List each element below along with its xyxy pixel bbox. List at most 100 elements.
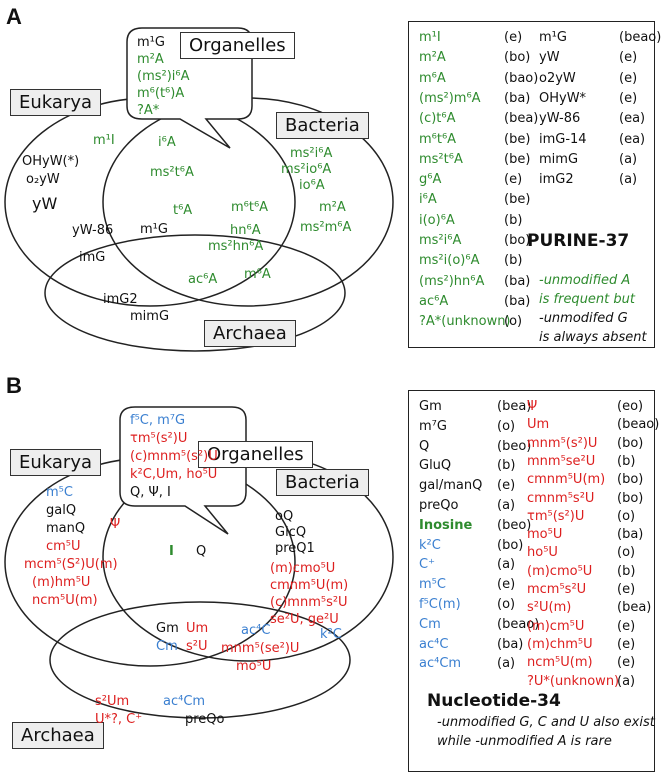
modification: ac⁴Cm — [163, 694, 206, 709]
modification: ms²io⁶A — [281, 162, 332, 177]
legend-organism-code: (bea) — [617, 600, 652, 616]
organelles-bubble-b — [119, 406, 247, 535]
legend-organism-code: (b) — [504, 212, 523, 228]
legend-modification-name: o2yW — [539, 70, 576, 86]
legend-modification-name: mimG — [539, 151, 579, 167]
modification: (ms²)i⁶A — [137, 69, 190, 84]
legend-organism-code: (bo) — [617, 472, 644, 488]
legend-note: -unmodified A — [539, 273, 631, 288]
legend-organism-code: (e) — [504, 30, 523, 45]
legend-modification-name: k²C — [419, 537, 441, 553]
legend-organism-code: (be) — [504, 131, 531, 147]
modification: i⁶A — [158, 135, 176, 150]
modification: k²C,Um, ho⁵U — [130, 467, 218, 482]
legend-modification-name: (m)cmo⁵U — [527, 563, 593, 579]
legend-modification-name: ?U*(unknown) — [527, 673, 620, 689]
bacteria-label-a: Bacteria — [276, 112, 369, 139]
modification: ms²i⁶A — [290, 146, 333, 161]
modification: s²Um — [95, 694, 130, 709]
legend-modification-name: g⁶A — [419, 172, 442, 188]
legend-organism-code: (o) — [504, 314, 523, 330]
legend-modification-name: Cm — [419, 616, 441, 632]
modification: Cm — [156, 639, 178, 654]
organelles-label-b: Organelles — [198, 441, 313, 468]
legend-organism-code: (beao) — [617, 417, 660, 433]
archaea-circle-a — [44, 234, 346, 352]
legend-organism-code: (e) — [497, 478, 516, 494]
eukarya-label-b: Eukarya — [10, 449, 102, 476]
legend-modification-name: (c)t⁶A — [419, 111, 456, 127]
modification: m⁶A — [244, 267, 271, 282]
modification: imG — [79, 250, 106, 265]
modification: imG2 — [103, 292, 138, 307]
modification: ac⁴C — [241, 623, 271, 638]
legend-organism-code: (b) — [504, 253, 523, 269]
legend-modification-name: m⁶A — [419, 70, 446, 86]
legend-modification-name: m¹I — [419, 30, 441, 45]
legend-organism-code: (beao) — [619, 30, 661, 45]
legend-organism-code: (be) — [504, 192, 531, 208]
legend-modification-name: mcm⁵s²U — [527, 582, 587, 597]
modification: I — [169, 544, 174, 559]
legend-modification-name: ac⁴C — [419, 636, 449, 652]
legend-modification-name: OHyW* — [539, 90, 587, 106]
legend-modification-name: cmnm⁵s²U — [527, 490, 595, 506]
legend-organism-code: (beo) — [497, 517, 532, 533]
modification: m²A — [137, 52, 164, 67]
legend-modification-name: s²U(m) — [527, 600, 572, 616]
modification: ncm⁵U(m) — [32, 593, 98, 608]
legend-modification-name: ac⁴Cm — [419, 656, 462, 672]
legend-modification-name: GluQ — [419, 458, 452, 474]
panel-b-letter: B — [6, 373, 22, 398]
legend-note: while -unmodified A is rare — [437, 734, 612, 749]
legend-organism-code: (a) — [497, 498, 516, 513]
modification: m⁵C — [46, 485, 73, 500]
modification: yW — [32, 194, 58, 213]
modification: (m)hm⁵U — [32, 575, 91, 590]
legend-organism-code: (bo) — [504, 50, 531, 66]
modification: OHyW(*) — [22, 154, 80, 169]
legend-organism-code: (e) — [617, 618, 636, 634]
legend-organism-code: (a) — [497, 557, 516, 573]
legend-organism-code: (eo) — [617, 399, 644, 414]
legend-organism-code: (ea) — [619, 131, 646, 147]
modification: m⁶t⁶A — [231, 200, 269, 215]
purine37-legend: m¹I(e)m²A(bo)m⁶A(bao)(ms²)m⁶A(ba)(c)t⁶A(… — [408, 21, 661, 348]
modification: m¹I — [93, 133, 115, 148]
modification: m¹G — [137, 35, 165, 50]
legend-note: -unmodified G, C and U also exist — [437, 715, 655, 730]
modification: yW-86 — [72, 223, 114, 238]
legend-organism-code: (o) — [497, 418, 516, 434]
legend-modification-name: (m)cm⁵U — [527, 618, 585, 634]
legend-organism-code: (ba) — [497, 636, 524, 652]
legend-organism-code: (o) — [617, 508, 636, 524]
legend-modification-name: Gm — [419, 399, 442, 414]
modification: τm⁵(s²)U — [130, 431, 188, 446]
legend-modification-name: yW-86 — [539, 111, 581, 127]
modification: k²C — [320, 627, 342, 642]
legend-organism-code: (e) — [497, 577, 516, 593]
panel-a-letter: A — [6, 4, 22, 29]
nucleotide34-title: Nucleotide-34 — [427, 691, 561, 711]
legend-modification-name: (m)chm⁵U — [527, 636, 593, 652]
legend-modification-name: (ms²)m⁶A — [419, 90, 481, 106]
legend-note: is frequent but — [539, 292, 635, 307]
legend-modification-name: ho⁵U — [527, 545, 558, 561]
modification: ms²t⁶A — [150, 165, 194, 180]
legend-organism-code: (be) — [504, 151, 531, 167]
legend-note: -unmodifed G — [539, 311, 628, 326]
legend-modification-name: ms²t⁶A — [419, 151, 463, 167]
legend-organism-code: (b) — [617, 563, 636, 579]
organelles-label-a: Organelles — [180, 32, 295, 59]
modification: (c)mnm⁵s²U — [270, 595, 348, 610]
eukarya-label-a: Eukarya — [10, 89, 102, 116]
legend-modification-name: mnm⁵(s²)U — [527, 435, 598, 451]
legend-modification-name: Q — [419, 438, 430, 454]
legend-modification-name: yW — [539, 50, 560, 66]
legend-modification-name: τm⁵(s²)U — [527, 508, 585, 524]
legend-organism-code: (b) — [497, 458, 516, 474]
legend-modification-name: m⁵C — [419, 577, 446, 593]
legend-organism-code: (bo) — [617, 435, 644, 451]
modification: preQo — [185, 712, 225, 727]
